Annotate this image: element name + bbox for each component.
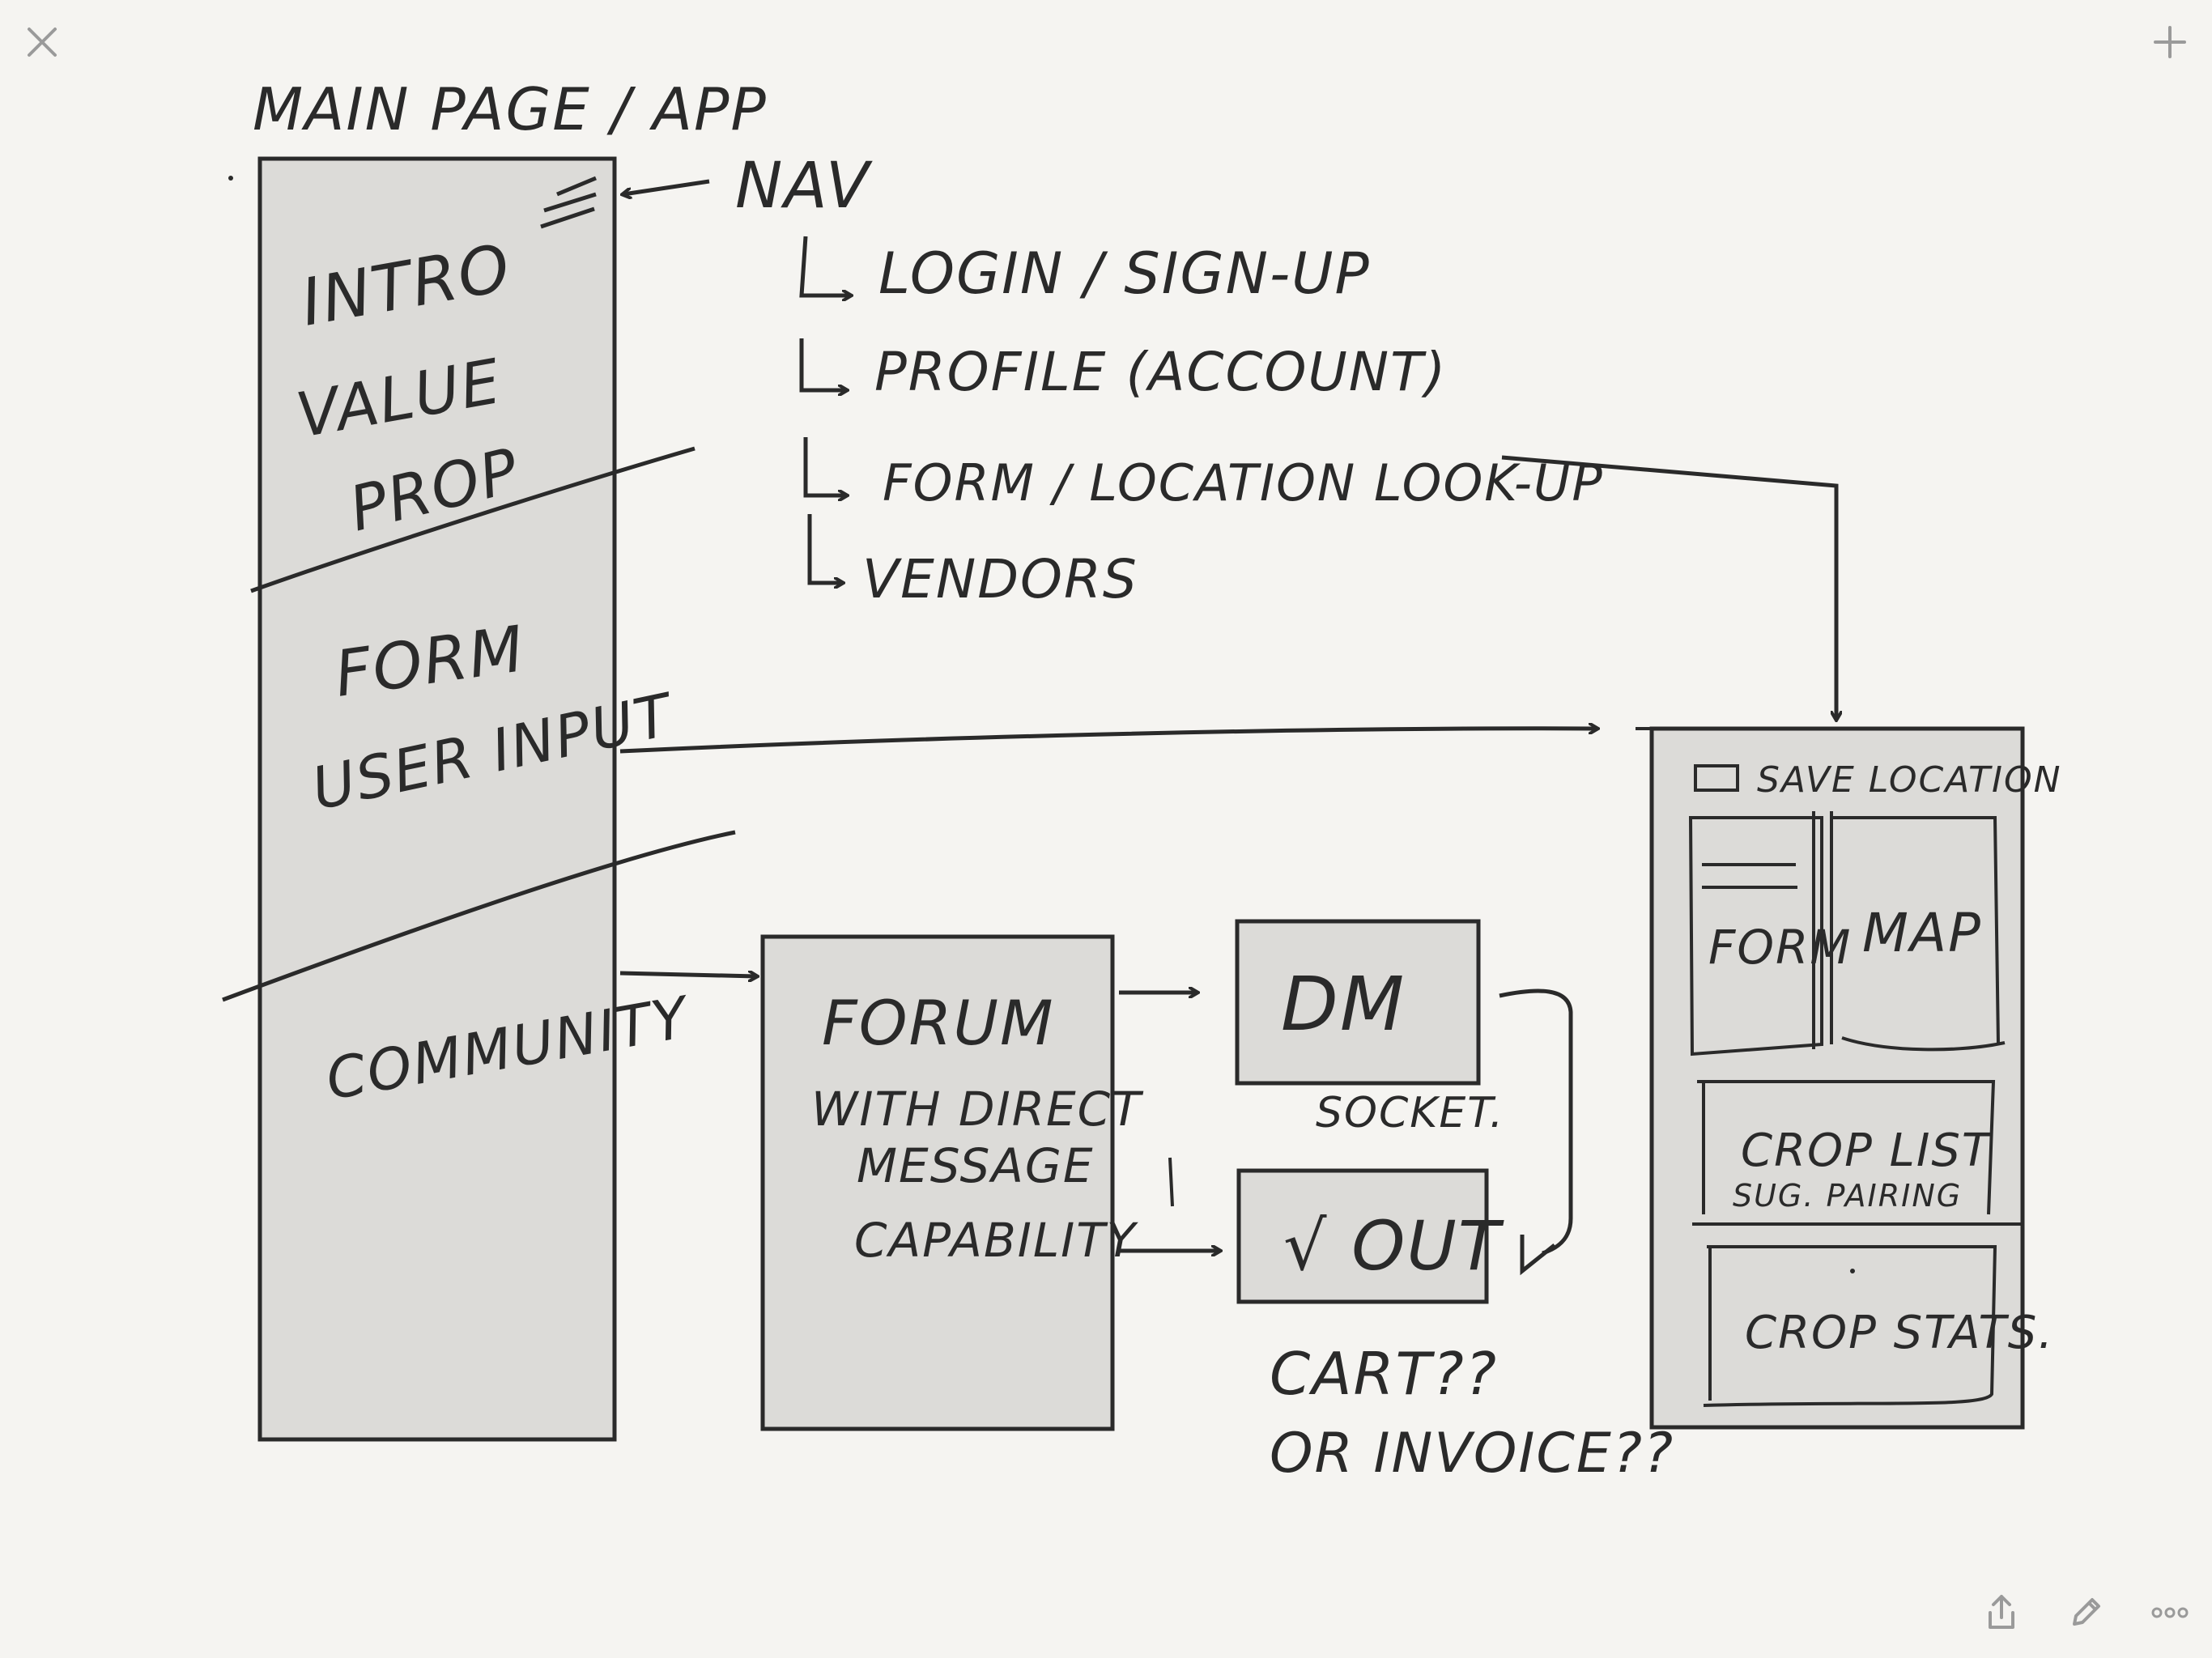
forum-title: FORUM	[822, 987, 1055, 1059]
dm-note: SOCKET.	[1316, 1089, 1504, 1137]
stray-dot	[228, 176, 233, 181]
save-location-checkbox[interactable]	[1694, 764, 1739, 792]
nav-item-vendors: VENDORS	[807, 514, 1138, 610]
more-icon	[2151, 1607, 2189, 1618]
checkout-note-2: OR INVOICE??	[1270, 1422, 1674, 1486]
nav-item-profile-label: PROFILE (ACCOUNT)	[874, 341, 1447, 403]
crop-stats-box: CROP STATS.	[1703, 1245, 2054, 1407]
edit-button[interactable]	[2060, 1587, 2112, 1639]
sug-pairing-label: SUG. PAIRING	[1733, 1178, 1962, 1214]
pencil-icon	[2073, 1598, 2100, 1626]
sketch-title: MAIN PAGE / APP	[253, 75, 768, 143]
location-form-label: FORM	[1708, 920, 1852, 975]
nav-item-profile: PROFILE (ACCOUNT)	[799, 338, 1447, 403]
location-form-box: FORM	[1688, 811, 1852, 1056]
nav-arrow	[623, 179, 710, 194]
location-panel: SAVE LOCATION FORM MAP CROP LIST SUG. PA…	[1636, 726, 2062, 1430]
checkout-arrowhead	[1520, 1235, 1556, 1276]
dm-to-checkout-arrow	[1499, 988, 1573, 1256]
crop-list-label: CROP LIST	[1741, 1124, 1993, 1177]
nav-item-form-location-label: FORM / LOCATION LOOK-UP	[883, 453, 1604, 512]
nav-item-form-location: FORM / LOCATION LOOK-UP	[803, 437, 1604, 512]
tick-mark	[1168, 1157, 1174, 1207]
nav-item-login-label: LOGIN / SIGN-UP	[878, 240, 1371, 307]
checkout-note-1: CART??	[1270, 1340, 1498, 1408]
location-lookup-arrow	[1501, 455, 1836, 719]
hamburger-menu-icon	[540, 176, 597, 229]
share-button[interactable]	[1976, 1587, 2027, 1639]
save-location-label: SAVE LOCATION	[1757, 759, 2062, 801]
community-arrow	[619, 973, 756, 976]
crop-list-box: CROP LIST SUG. PAIRING	[1692, 1080, 2021, 1226]
crop-stats-label: CROP STATS.	[1745, 1307, 2054, 1359]
dm-box: DM SOCKET.	[1235, 919, 1504, 1137]
forum-line-2: MESSAGE	[857, 1138, 1095, 1193]
user-input-arrow	[619, 729, 1597, 754]
share-icon	[1989, 1595, 2014, 1629]
close-button[interactable]	[16, 16, 68, 68]
more-button[interactable]	[2144, 1587, 2196, 1639]
nav-item-vendors-label: VENDORS	[862, 548, 1138, 610]
dm-label: DM	[1281, 961, 1406, 1048]
checkout-box: √ OUT CART?? OR INVOICE??	[1236, 1168, 1674, 1486]
forum-line-1: WITH DIRECT	[811, 1082, 1144, 1137]
checkout-label: √ OUT	[1283, 1206, 1504, 1286]
add-button[interactable]	[2144, 16, 2196, 68]
location-map-label: MAP	[1862, 902, 1982, 964]
forum-box: FORUM WITH DIRECT MESSAGE CAPABILITY	[760, 934, 1144, 1431]
location-map-box: MAP	[1830, 811, 2006, 1052]
forum-line-3: CAPABILITY	[854, 1213, 1139, 1268]
plus-icon	[2154, 26, 2186, 58]
close-icon	[28, 28, 57, 57]
main-page-frame	[222, 156, 736, 1442]
nav-item-login: LOGIN / SIGN-UP	[799, 236, 1371, 307]
nav-label: NAV	[735, 150, 873, 223]
